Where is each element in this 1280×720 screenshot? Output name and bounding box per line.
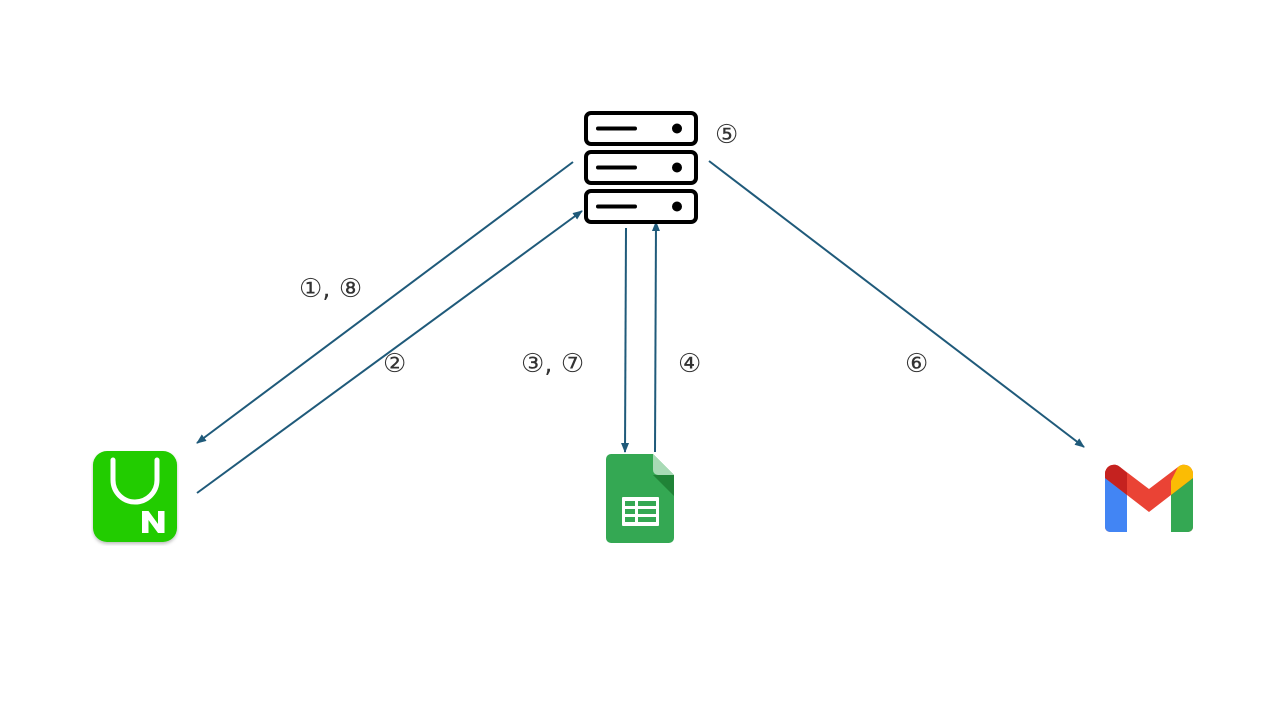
step-label-2: ② — [383, 349, 407, 379]
step-label-5: ⑤ — [715, 120, 739, 150]
naver-n-app-icon — [93, 451, 177, 542]
google-sheets-icon — [606, 454, 674, 543]
step-label-3-7: ③, ⑦ — [521, 349, 585, 379]
arrow-app-to-server — [196, 210, 583, 494]
arrow-sheets-to-server — [651, 221, 660, 453]
gmail-icon — [1104, 464, 1194, 532]
arrow-server-to-mail — [708, 160, 1085, 448]
server-rack-icon — [584, 111, 698, 224]
step-label-4: ④ — [678, 349, 702, 379]
step-label-6: ⑥ — [905, 349, 929, 379]
arrow-server-to-sheets — [621, 227, 630, 453]
step-label-1-8: ①, ⑧ — [299, 274, 363, 304]
arrow-server-to-app — [196, 161, 574, 444]
